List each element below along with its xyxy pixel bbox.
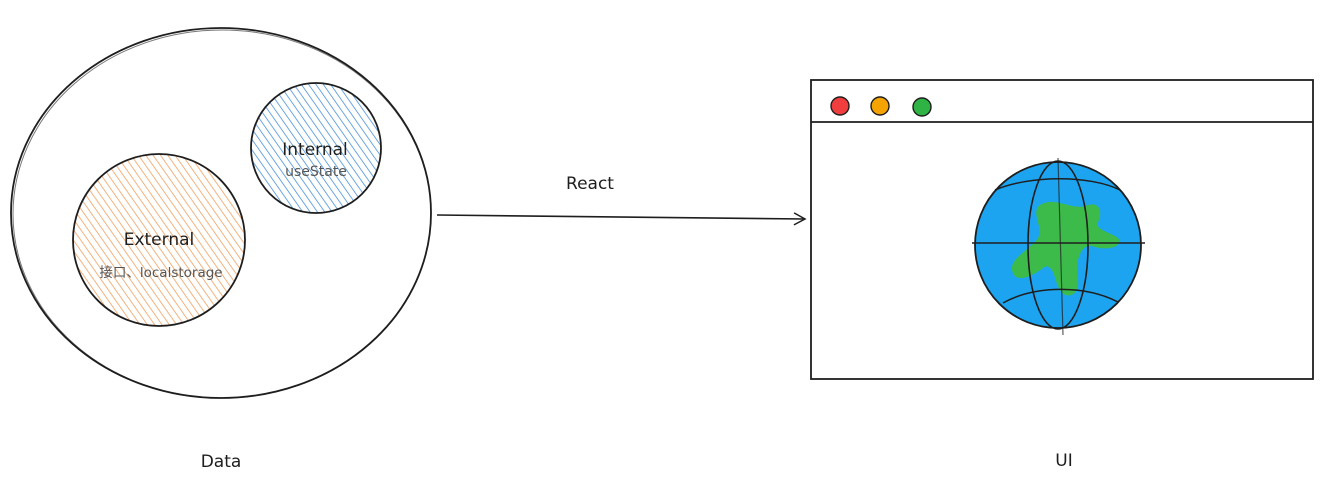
arrow-label: React (566, 174, 614, 194)
ui-label: UI (1055, 451, 1072, 471)
window-minimize-dot (870, 96, 890, 116)
internal-state-circle: Internal useState (250, 82, 382, 214)
react-arrow: React (436, 174, 807, 226)
data-label: Data (201, 452, 242, 472)
data-container-circle (10, 27, 432, 399)
external-state-circle: External 接口、localstorage (72, 153, 246, 327)
window-close-dot (830, 96, 850, 116)
globe-icon (972, 157, 1145, 336)
internal-subtitle: useState (285, 164, 347, 180)
window-maximize-dot (912, 97, 932, 117)
internal-title: Internal (282, 140, 348, 160)
external-subtitle: 接口、localstorage (99, 264, 222, 281)
external-title: External (124, 230, 195, 250)
